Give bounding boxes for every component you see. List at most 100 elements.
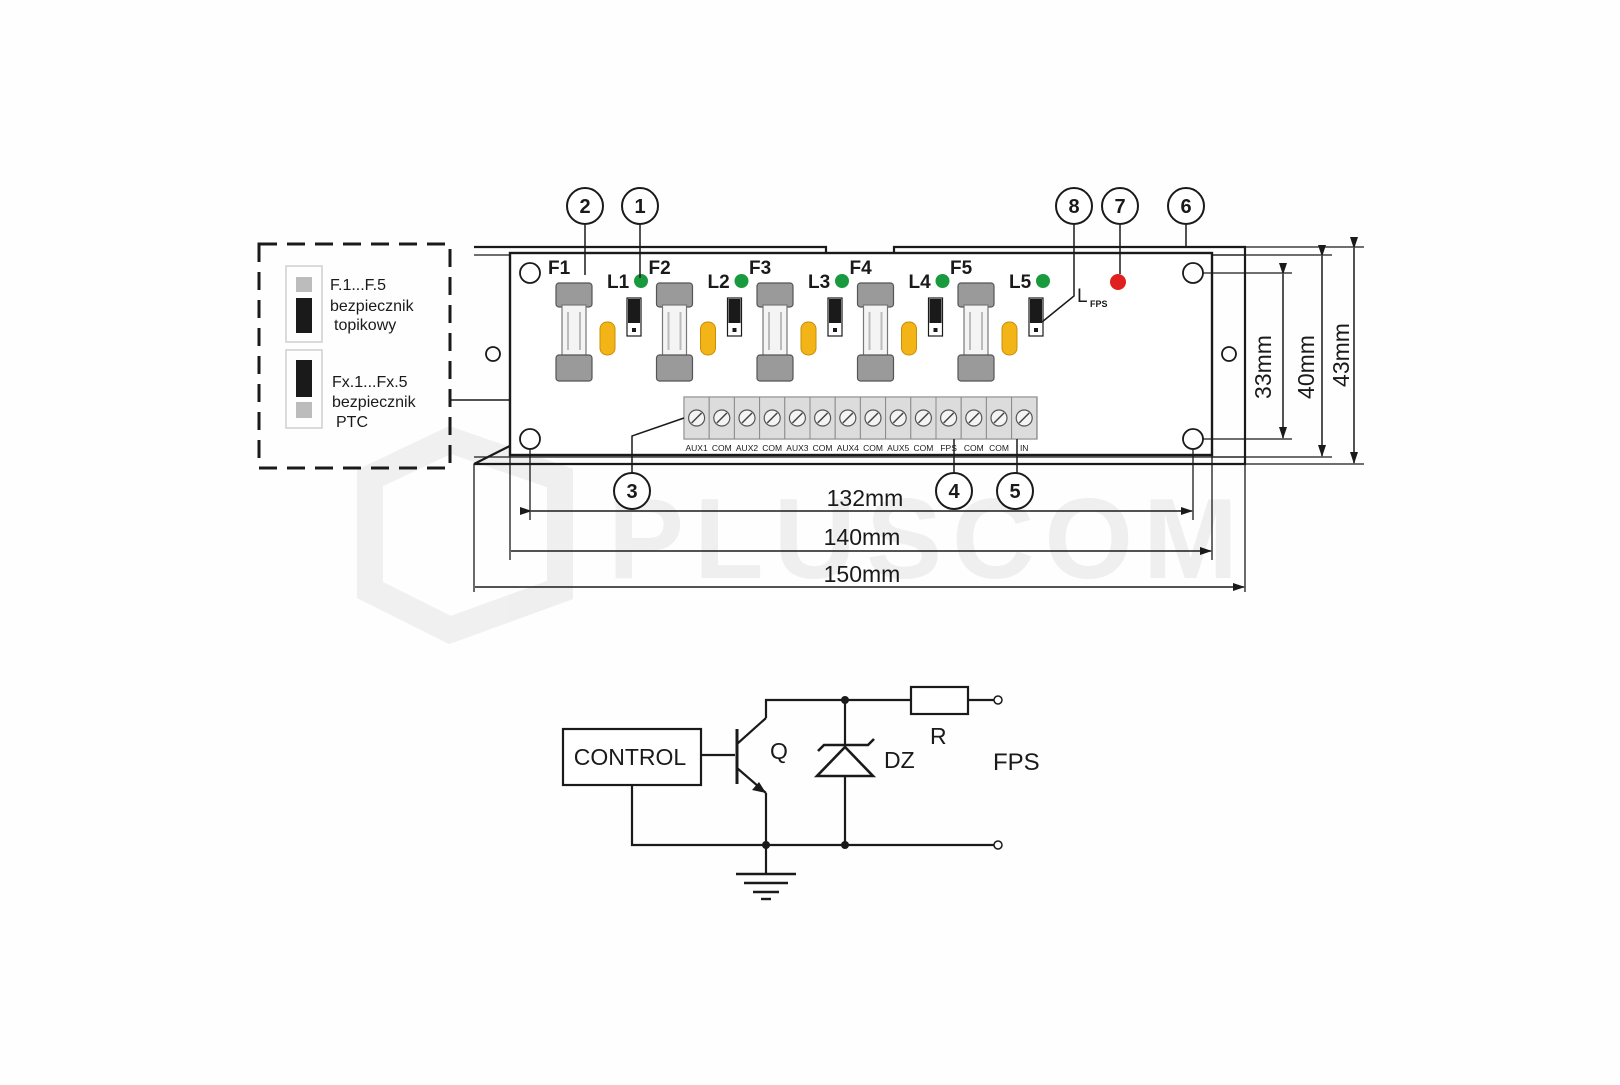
led-green: [734, 274, 749, 288]
dim-140-label: 140mm: [824, 524, 901, 550]
callout-3: 3: [613, 472, 651, 510]
terminal-screw-slot: [741, 412, 753, 424]
terminal-screw-slot: [817, 412, 829, 424]
led-label: L1: [607, 272, 630, 293]
callout-circle: [1055, 187, 1093, 225]
watermark: PLUSCOM: [357, 425, 1238, 645]
fps-indicator: L FPS: [1077, 274, 1126, 309]
terminal-screw-slot: [968, 412, 980, 424]
ptc-jumper-closed-icon: [296, 360, 312, 397]
fuse-glass: [661, 304, 688, 358]
ptc-fuse: [800, 321, 817, 356]
callout-circle: [1167, 187, 1205, 225]
fps-output-schematic: CONTROL Q R DZ FPS: [561, 685, 1040, 901]
dim-132-label: 132mm: [827, 485, 904, 511]
terminal-label: COM: [712, 443, 732, 453]
jumper-pin: [833, 328, 837, 332]
led-label: L2: [708, 272, 730, 293]
callout-6: 6: [1167, 187, 1205, 225]
callout-number: 8: [1068, 196, 1079, 218]
terminal-5: AUX3: [784, 396, 811, 453]
jumper-cap: [628, 299, 640, 323]
fuse-label: F3: [749, 258, 771, 279]
zener-diode-icon: [813, 745, 877, 778]
terminal-label: COM: [989, 443, 1009, 453]
terminal-11: FPS: [935, 396, 962, 453]
terminal-label: IN: [1020, 443, 1029, 453]
fuse-clip-bottom: [756, 354, 794, 382]
fuse-jumper-closed-icon: [296, 298, 312, 333]
terminal-screw-slot: [1018, 412, 1030, 424]
terminal-14: IN: [1011, 396, 1038, 453]
callout-circle: [566, 187, 604, 225]
callout-number: 7: [1114, 196, 1125, 218]
fuse-clip-bottom: [957, 354, 995, 382]
terminal-2: COM: [708, 396, 735, 453]
terminal-screw-slot: [691, 412, 703, 424]
terminal-3: AUX2: [733, 396, 761, 453]
terminal-screw-slot: [791, 412, 803, 424]
terminal-label: COM: [863, 443, 883, 453]
callout-circle: [621, 187, 659, 225]
fps-led-red: [1110, 274, 1126, 290]
legend-fuse-label: F.1...F.5: [330, 277, 386, 294]
callout-5: 5: [996, 472, 1034, 510]
terminal-4: COM: [759, 396, 786, 453]
junction-dot-top: [841, 696, 849, 704]
zener-cathode-bar: [817, 738, 875, 752]
mount-hole-top-left: [519, 262, 541, 284]
led-label: L4: [909, 272, 932, 293]
callout-number: 3: [626, 481, 637, 503]
terminal-9: AUX5: [885, 396, 912, 453]
fuse-label: F2: [649, 258, 671, 279]
fuse-label: F1: [548, 258, 571, 279]
fuse-clip-top: [957, 282, 995, 308]
legend-ptc-desc-1: bezpiecznik: [332, 394, 417, 411]
terminal-label: COM: [813, 443, 833, 453]
callout-1: 1: [621, 187, 659, 225]
lfps-main: L: [1077, 286, 1088, 307]
fuse-glass: [561, 304, 587, 358]
fps-output-label: FPS: [993, 749, 1040, 776]
callout-8: 8: [1055, 187, 1093, 225]
legend-fuse-desc-2: topikowy: [334, 317, 396, 334]
fuse-label: F4: [850, 258, 873, 279]
fuse-glass: [862, 304, 889, 358]
fuse-jumper-open-icon: [296, 277, 312, 292]
jumper-pin: [632, 328, 636, 332]
legend-fuse-frame: [285, 265, 323, 343]
ptc-fuse: [1001, 321, 1018, 356]
fuse-clip-bottom: [655, 354, 694, 382]
terminal-10: COM: [910, 396, 937, 453]
led-label: L5: [1009, 272, 1032, 293]
fuse-glass: [762, 304, 788, 358]
fps-terminal-top: [993, 695, 1003, 705]
legend-ptc-desc-2: PTC: [336, 414, 368, 431]
fuse-clip-top: [555, 282, 593, 308]
terminal-screw-slot: [943, 412, 955, 424]
fuse-clip-bottom: [555, 354, 593, 382]
jumper-pin: [732, 328, 737, 332]
dim-150-label: 150mm: [824, 561, 901, 587]
terminal-label: AUX1: [685, 443, 707, 453]
terminal-label: COM: [964, 443, 984, 453]
terminal-13: COM: [985, 396, 1013, 453]
dim-33-label: 33mm: [1250, 335, 1276, 399]
terminal-label: AUX4: [837, 443, 859, 453]
led-green: [1036, 274, 1050, 288]
fuse-clip-top: [856, 282, 895, 308]
callout-number: 1: [634, 196, 645, 218]
dim-43-label: 43mm: [1328, 323, 1354, 387]
fuse-label: F5: [950, 258, 973, 279]
terminal-label: COM: [913, 443, 933, 453]
terminal-label: AUX3: [786, 443, 808, 453]
led-green: [634, 274, 648, 288]
callout-number: 2: [579, 196, 590, 218]
jumper-pin: [1034, 328, 1038, 332]
ground-icon: [736, 872, 796, 901]
transistor-label: Q: [770, 738, 788, 764]
legend-ptc-label: Fx.1...Fx.5: [332, 374, 408, 391]
terminal-screw-slot: [993, 412, 1005, 424]
